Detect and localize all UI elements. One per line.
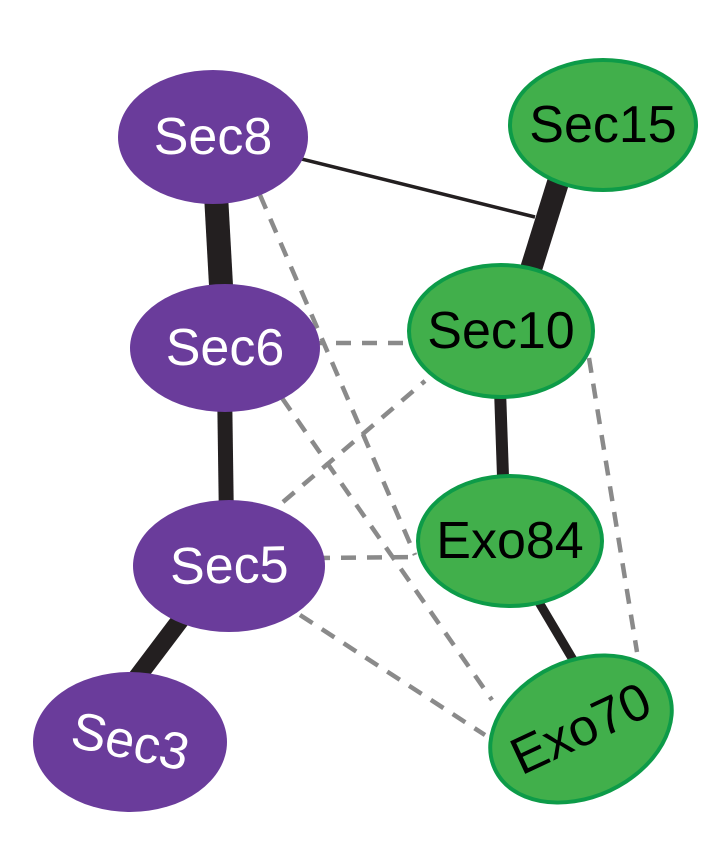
node-label-sec10: Sec10 [427, 302, 575, 360]
node-sec5: Sec5 [133, 500, 325, 632]
node-label-exo70: Exo70 [501, 671, 661, 787]
node-exo84: Exo84 [416, 474, 604, 608]
node-sec3: Sec3 [33, 672, 227, 812]
edge-sec8-exo84-dashed [257, 194, 418, 556]
node-sec10: Sec10 [407, 263, 595, 399]
node-sec15: Sec15 [508, 58, 698, 192]
node-label-sec6: Sec6 [165, 319, 285, 377]
node-sec8: Sec8 [118, 70, 308, 204]
edge-sec5-exo70-dashed [298, 613, 487, 737]
node-label-sec3: Sec3 [66, 701, 194, 783]
node-label-sec8: Sec8 [153, 108, 273, 166]
node-label-exo84: Exo84 [436, 512, 584, 570]
node-label-sec5: Sec5 [169, 535, 289, 597]
node-sec6: Sec6 [130, 284, 320, 412]
node-label-sec15: Sec15 [529, 96, 677, 154]
edge-sec5-sec10-dashed [281, 379, 427, 504]
edge-sec6-exo70-dashed [280, 396, 494, 702]
edge-sec5-exo84-dashed [314, 554, 416, 561]
edge-sec10-exo70-dashed [586, 357, 640, 653]
